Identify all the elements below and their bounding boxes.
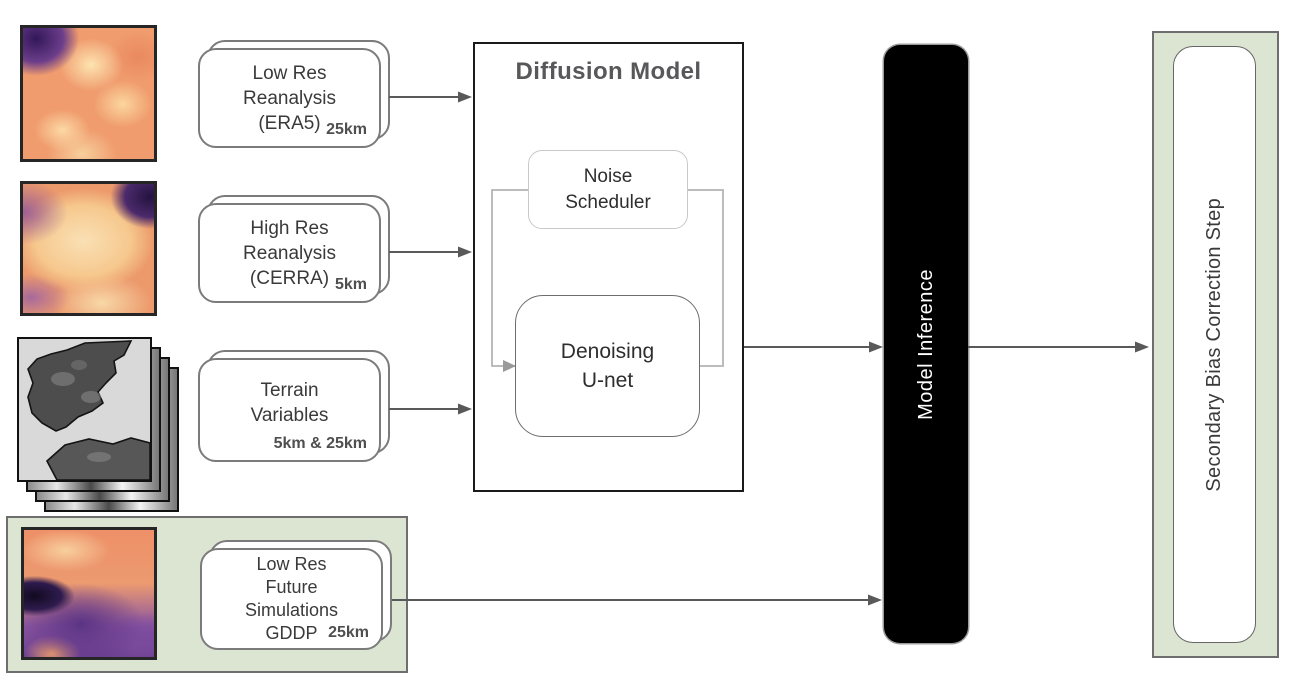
iberia-map-graphic [19,339,151,481]
terrain-image-stack [17,337,202,517]
input-label-line: High Res [250,217,329,239]
input-label-line: Reanalysis [243,242,336,264]
noise-scheduler-line: Noise [583,165,633,187]
noise-scheduler-box: Noise Scheduler [528,150,688,229]
arrow-inference-to-bias-correction [968,341,1149,353]
input-label-line: GDDP [265,623,318,643]
resolution-badge: 25km [326,121,367,138]
input-label-line: (ERA5) [258,112,321,134]
noise-scheduler-line: Scheduler [565,191,651,213]
resolution-badge: 25km [328,624,369,641]
arrow-terrain-to-diffusion [389,403,472,415]
arrow-era5-to-diffusion [389,91,472,103]
input-box-era5-front: Low Res Reanalysis (ERA5) 25km [198,48,381,148]
input-box-era5: Low Res Reanalysis (ERA5) 25km [198,40,390,148]
bias-correction-label: Secondary Bias Correction Step [1203,197,1225,492]
cerra-heatmap-image [20,181,157,316]
model-inference-label: Model Inference [914,268,937,420]
input-box-terrain-front: Terrain Variables 5km & 25km [198,358,381,462]
input-box-cerra-front: High Res Reanalysis (CERRA) 5km [198,203,381,303]
input-label-line: (CERRA) [249,267,330,289]
input-label-line: Reanalysis [243,87,336,109]
input-label-line: Low Res [252,62,327,84]
input-label-line: Future [265,577,318,597]
era5-heatmap-image [20,25,157,162]
denoising-unet-line: Denoising [560,340,655,363]
input-label-line: Low Res [256,554,327,574]
input-box-gddp: Low Res Future Simulations GDDP 25km [200,540,392,650]
input-label-line: Terrain [260,380,319,401]
input-box-terrain: Terrain Variables 5km & 25km [198,350,390,462]
bias-correction-box: Secondary Bias Correction Step [1173,46,1256,643]
terrain-map-image [17,337,152,482]
arrow-diffusion-to-inference [744,341,883,353]
diffusion-model-title: Diffusion Model [515,58,702,85]
arrow-gddp-to-inference [392,594,882,606]
resolution-badge: 5km & 25km [273,435,367,452]
arrow-cerra-to-diffusion [389,246,472,258]
model-inference-box: Model Inference [884,45,968,643]
denoising-unet-line: U-net [581,369,634,392]
gddp-heatmap-image [21,527,157,660]
input-label-line: Simulations [244,600,339,620]
diffusion-model-box: Diffusion Model Noise Scheduler Denoisin… [473,42,744,492]
bias-correction-container: Secondary Bias Correction Step [1152,31,1279,658]
input-box-cerra: High Res Reanalysis (CERRA) 5km [198,195,390,303]
input-box-gddp-front: Low Res Future Simulations GDDP 25km [200,548,383,650]
input-label-line: Variables [250,405,329,426]
denoising-unet-box: Denoising U-net [515,295,700,437]
resolution-badge: 5km [334,276,367,293]
